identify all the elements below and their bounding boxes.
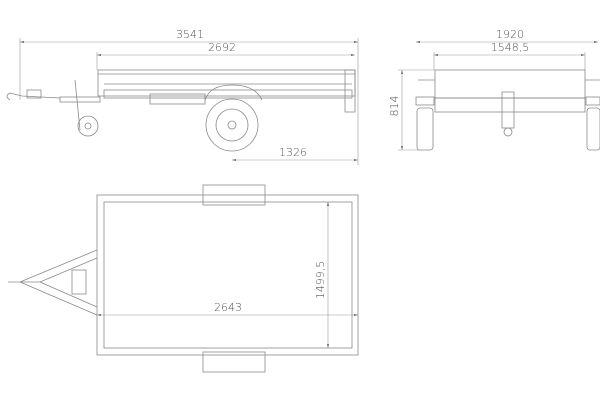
trailer-bed — [96, 194, 359, 356]
left-tyre — [416, 107, 434, 151]
dimension-body-length: 2692 — [208, 41, 236, 54]
jockey-wheel-top — [71, 269, 87, 295]
right-fender — [202, 351, 266, 373]
top-view: 2643 1499,5 — [8, 184, 359, 373]
road-wheel — [205, 98, 259, 152]
dimension-body-width: 1548,5 — [491, 41, 530, 54]
trailer-side-body — [6, 69, 356, 131]
right-tyre — [586, 107, 600, 151]
dimension-overall-width: 1920 — [496, 28, 524, 41]
drawbar — [8, 249, 98, 316]
dimension-overall-length: 3541 — [176, 28, 204, 41]
jockey-wheel — [77, 115, 99, 137]
dimension-inner-length: 2643 — [214, 301, 242, 314]
dimension-axle-to-rear: 1326 — [279, 146, 307, 159]
side-view: 3541 2692 1326 — [6, 28, 359, 165]
rear-view: 1920 1548,5 814 — [388, 28, 600, 151]
dimension-height: 814 — [388, 96, 401, 117]
dimension-inner-width: 1499,5 — [314, 261, 327, 300]
trailer-rear-body — [415, 69, 600, 137]
